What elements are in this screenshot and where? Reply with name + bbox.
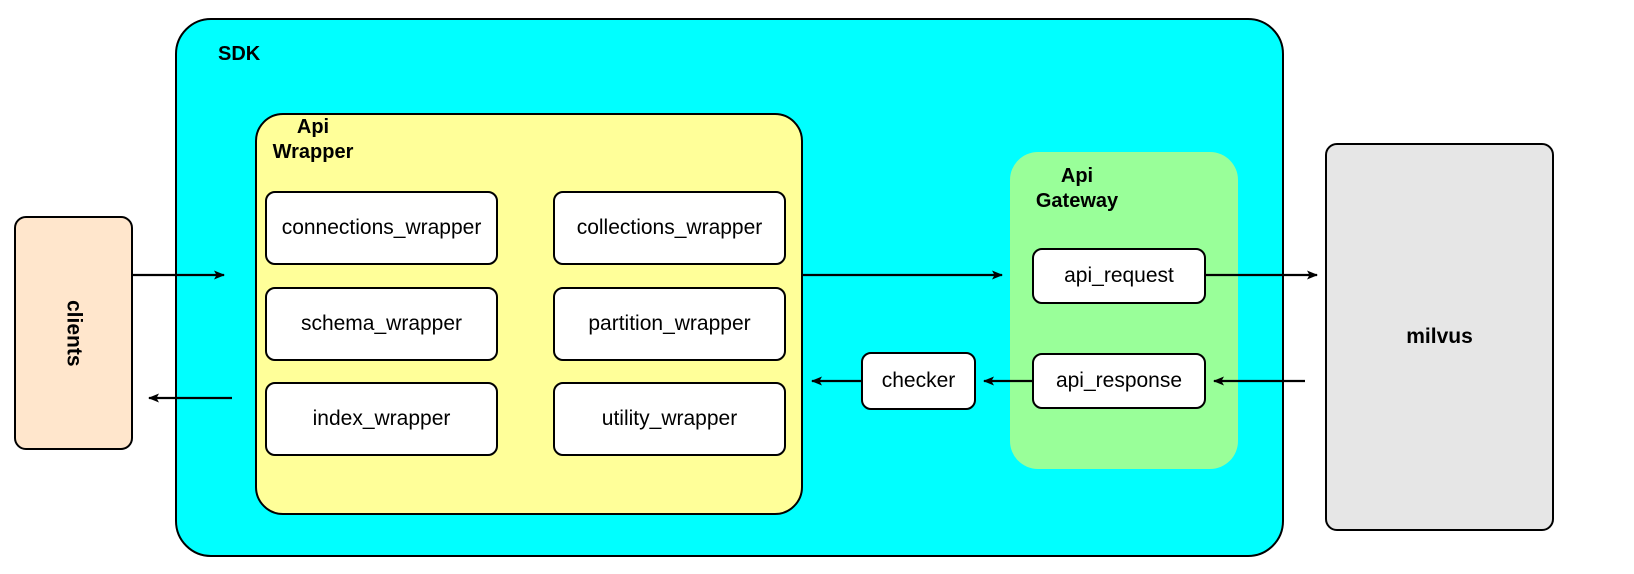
node-connections-wrapper-label: connections_wrapper	[281, 216, 482, 239]
container-api-gateway-label: Api Gateway	[1035, 165, 1119, 212]
container-api-gateway[interactable]	[1010, 152, 1238, 469]
node-schema-wrapper[interactable]: schema_wrapper	[265, 287, 498, 361]
node-collections-wrapper-label: collections_wrapper	[576, 216, 763, 239]
node-index-wrapper[interactable]: index_wrapper	[265, 382, 498, 456]
node-index-wrapper-label: index_wrapper	[312, 407, 451, 430]
node-api-request-label: api_request	[1064, 264, 1174, 287]
node-connections-wrapper[interactable]: connections_wrapper	[265, 191, 498, 265]
node-partition-wrapper[interactable]: partition_wrapper	[553, 287, 786, 361]
node-utility-wrapper[interactable]: utility_wrapper	[553, 382, 786, 456]
node-partition-wrapper-label: partition_wrapper	[588, 312, 751, 335]
node-clients-label: clients	[62, 299, 86, 367]
node-checker[interactable]: checker	[861, 352, 976, 410]
node-utility-wrapper-label: utility_wrapper	[601, 407, 738, 430]
node-milvus-label: milvus	[1406, 325, 1473, 348]
node-api-response[interactable]: api_response	[1032, 353, 1206, 409]
node-schema-wrapper-label: schema_wrapper	[300, 312, 463, 335]
node-clients[interactable]: clients	[14, 216, 133, 450]
node-collections-wrapper[interactable]: collections_wrapper	[553, 191, 786, 265]
container-api-wrapper-label: Api Wrapper	[272, 116, 354, 163]
container-sdk-label: SDK	[218, 43, 261, 65]
node-checker-label: checker	[881, 369, 956, 392]
node-api-request[interactable]: api_request	[1032, 248, 1206, 304]
node-milvus[interactable]: milvus	[1325, 143, 1554, 531]
node-api-response-label: api_response	[1055, 369, 1183, 392]
